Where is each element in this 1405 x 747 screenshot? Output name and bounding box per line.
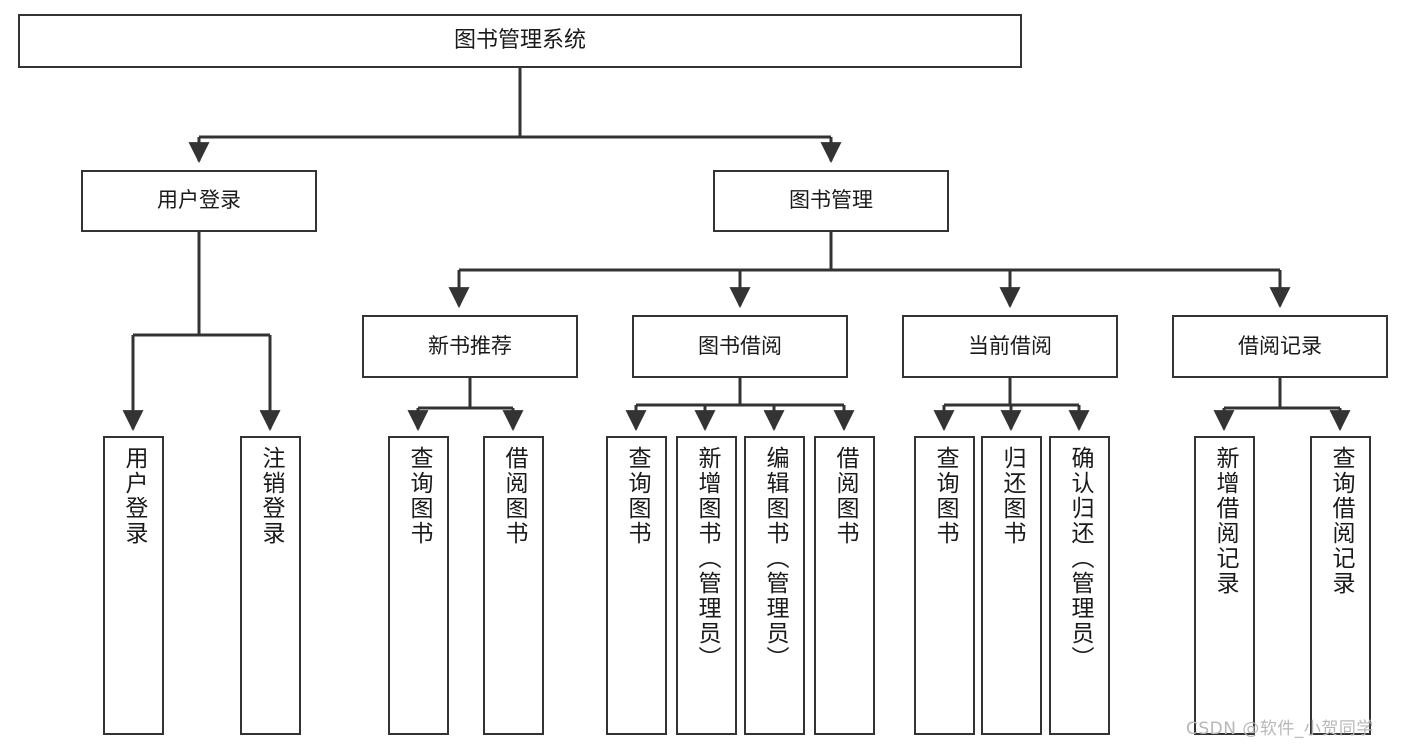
leaf-borrow-edit-book-admin[interactable]: 编辑图书（管理员） (744, 436, 805, 735)
node-label: 图书管理系统 (453, 27, 586, 53)
node-borrow-records[interactable]: 借阅记录 (1172, 315, 1388, 378)
node-label: 归还图书 (999, 446, 1025, 546)
leaf-new-book-borrow[interactable]: 借阅图书 (483, 436, 544, 735)
node-root-system[interactable]: 图书管理系统 (18, 14, 1022, 68)
leaf-borrow-query-book[interactable]: 查询图书 (606, 436, 667, 735)
node-label: 查询借阅记录 (1328, 446, 1354, 596)
node-label: 查询图书 (932, 446, 958, 546)
node-user-login[interactable]: 用户登录 (81, 170, 317, 232)
node-label: 查询图书 (624, 446, 650, 546)
leaf-records-add-record[interactable]: 新增借阅记录 (1194, 436, 1255, 735)
leaf-user-login-signout[interactable]: 注销登录 (240, 436, 301, 735)
leaf-user-login-signin[interactable]: 用户登录 (103, 436, 164, 735)
node-label: 用户登录 (157, 188, 241, 213)
leaf-borrow-add-book-admin[interactable]: 新增图书（管理员） (676, 436, 737, 735)
leaf-current-confirm-return-admin[interactable]: 确认归还（管理员） (1049, 436, 1110, 735)
leaf-records-query-record[interactable]: 查询借阅记录 (1310, 436, 1371, 735)
node-label: 编辑图书（管理员） (762, 446, 788, 671)
node-label: 图书借阅 (698, 333, 782, 358)
node-label: 当前借阅 (968, 333, 1052, 358)
leaf-current-return-book[interactable]: 归还图书 (981, 436, 1042, 735)
node-new-book-recommend[interactable]: 新书推荐 (362, 315, 578, 378)
node-label: 确认归还（管理员） (1067, 446, 1093, 671)
leaf-borrow-borrow-book[interactable]: 借阅图书 (814, 436, 875, 735)
node-book-management[interactable]: 图书管理 (713, 170, 949, 232)
node-label: 图书管理 (789, 188, 873, 213)
node-label: 新增图书（管理员） (694, 446, 720, 671)
node-label: 新书推荐 (428, 333, 512, 358)
node-book-borrow[interactable]: 图书借阅 (632, 315, 848, 378)
node-current-borrow[interactable]: 当前借阅 (902, 315, 1118, 378)
leaf-new-book-query[interactable]: 查询图书 (388, 436, 449, 735)
node-label: 借阅图书 (501, 446, 527, 546)
node-label: 注销登录 (258, 446, 284, 546)
leaf-current-query-book[interactable]: 查询图书 (914, 436, 975, 735)
node-label: 借阅记录 (1238, 333, 1322, 358)
node-label: 用户登录 (121, 446, 147, 546)
node-label: 查询图书 (406, 446, 432, 546)
node-label: 借阅图书 (832, 446, 858, 546)
node-label: 新增借阅记录 (1212, 446, 1238, 596)
